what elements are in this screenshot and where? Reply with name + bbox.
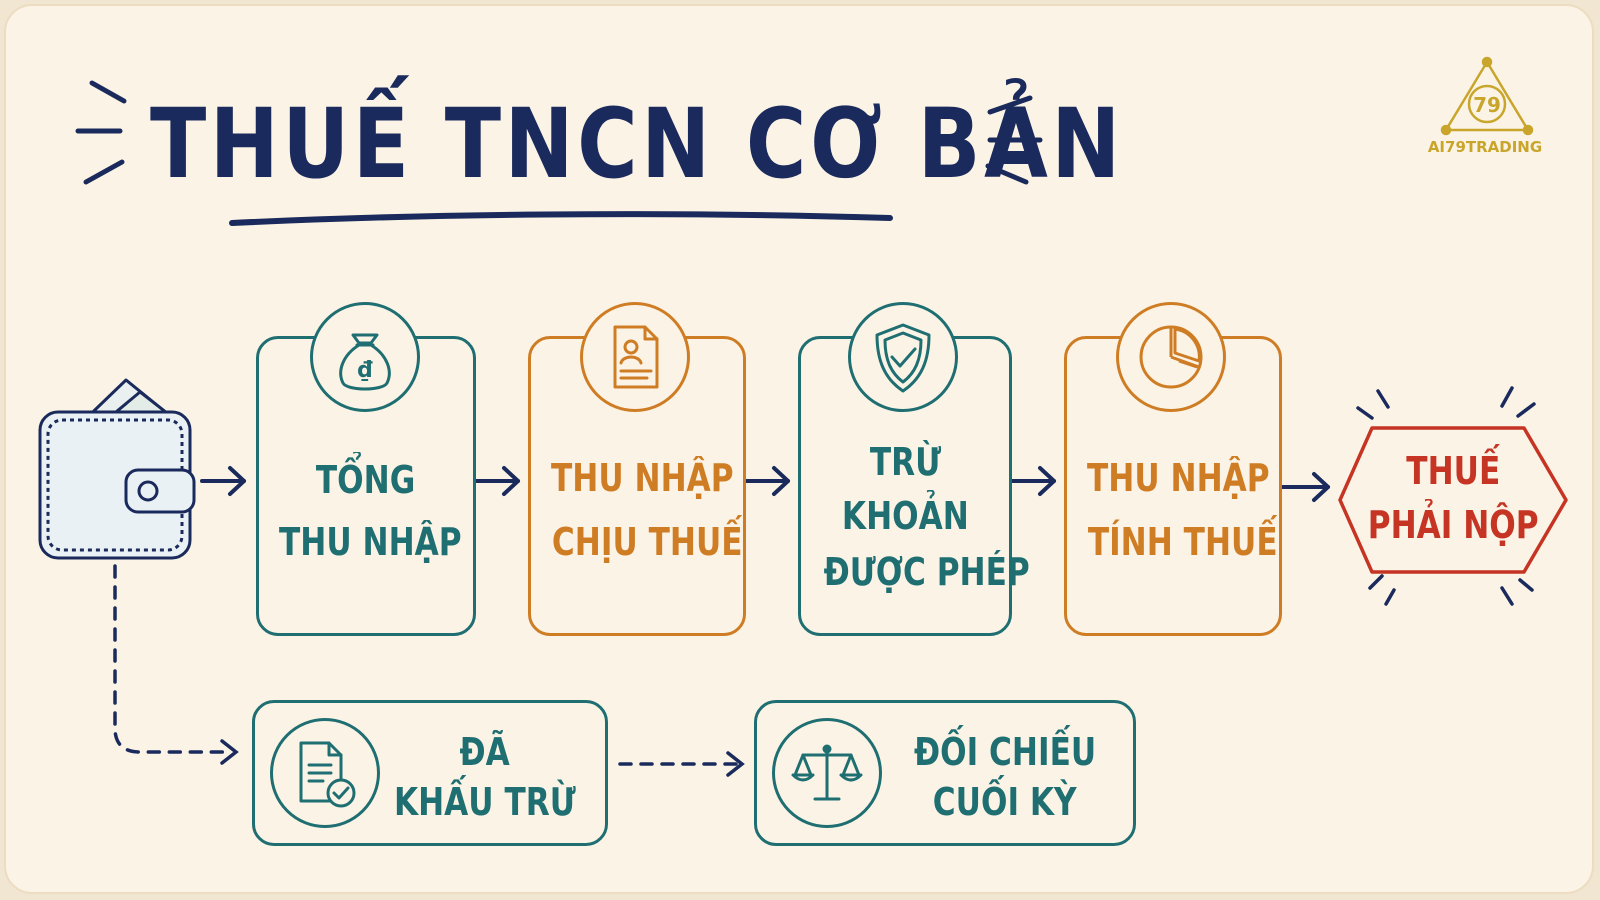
step-label-line: TÍNH THUẾ xyxy=(1087,520,1278,564)
step-label-line: KHOẢN xyxy=(841,494,969,538)
step-label-line: ĐƯỢC PHÉP xyxy=(823,550,1030,594)
svg-text:₫: ₫ xyxy=(357,358,373,383)
pie-chart-icon xyxy=(1116,302,1226,412)
result-label-line: THUẾ xyxy=(1406,449,1500,493)
bottom-label-line: ĐÃ xyxy=(459,730,511,774)
result-thue-phai-nop: THUẾ PHẢI NỘP xyxy=(1340,428,1566,572)
document-check-icon xyxy=(270,718,380,828)
bottom-label-line: CUỐI KỲ xyxy=(933,780,1077,824)
money-bag-icon: ₫ xyxy=(310,302,420,412)
step-label-line: TRỪ xyxy=(869,440,941,484)
logo-text: AI79TRADING xyxy=(1427,138,1543,156)
step-label-line: THU NHẬP xyxy=(279,520,462,564)
document-person-icon xyxy=(580,302,690,412)
step-label-line: TỔNG xyxy=(316,458,416,502)
page-title: THUẾ TNCN CƠ BẢN xyxy=(150,88,1124,200)
step-label-line: THU NHẬP xyxy=(1087,456,1270,500)
shield-check-icon xyxy=(848,302,958,412)
step-label-line: CHỊU THUẾ xyxy=(551,520,743,564)
scales-icon xyxy=(772,718,882,828)
bottom-label-line: KHẤU TRỪ xyxy=(394,780,576,824)
step-label-line: THU NHẬP xyxy=(551,456,734,500)
bottom-label-line: ĐỐI CHIẾU xyxy=(913,730,1097,774)
result-label-line: PHẢI NỘP xyxy=(1367,503,1539,547)
